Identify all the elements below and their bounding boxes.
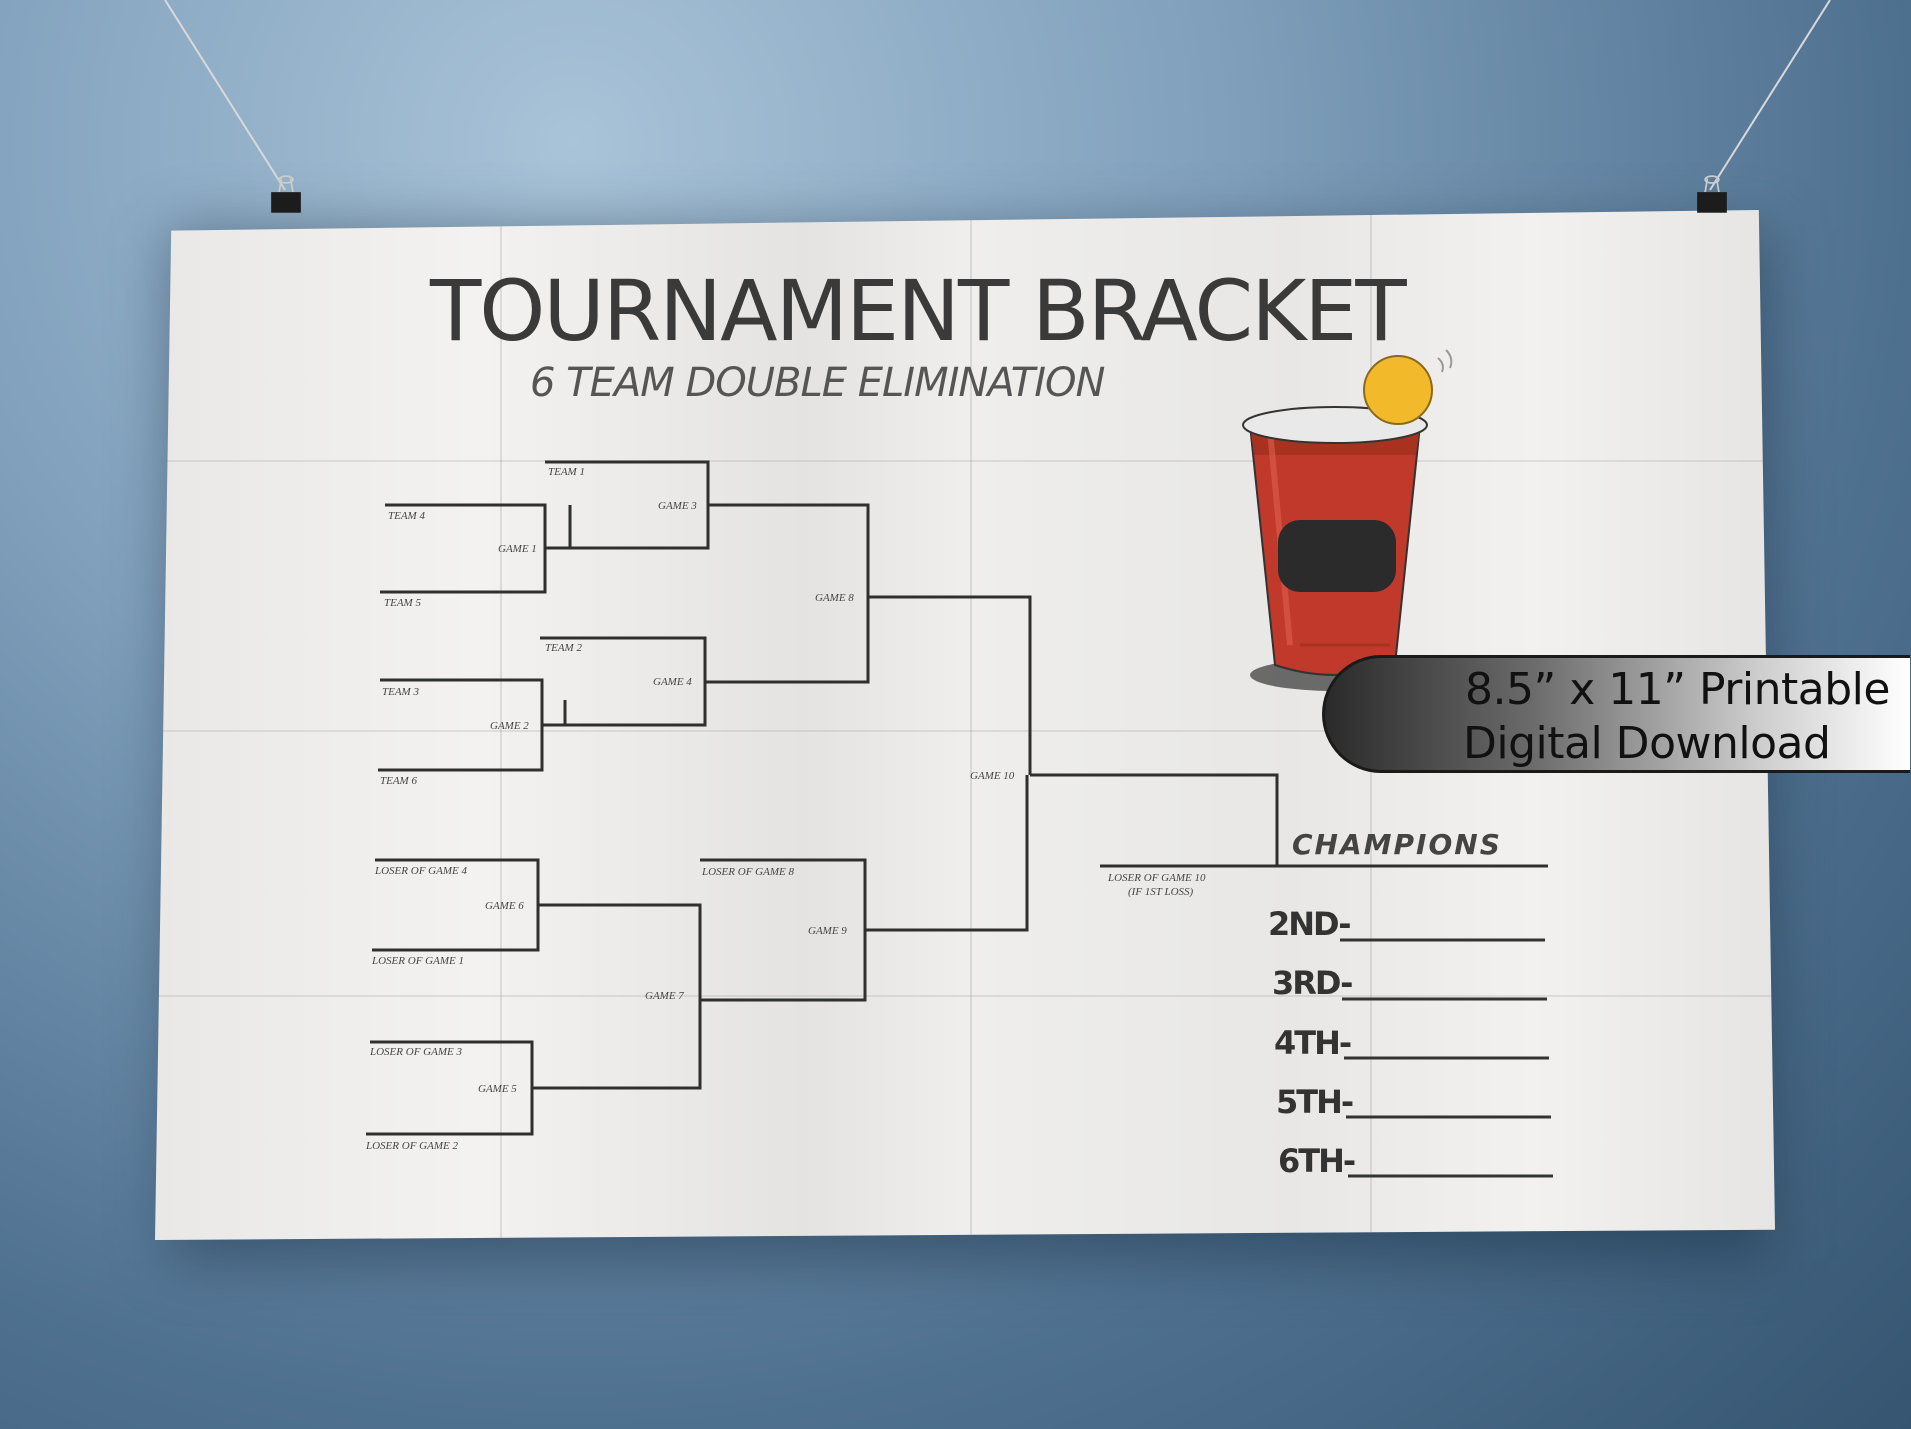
hanging-strings bbox=[164, 0, 1831, 191]
bracket-label-game9: GAME 9 bbox=[808, 925, 847, 937]
bracket-label-game7: GAME 7 bbox=[645, 990, 684, 1002]
ping-pong-ball-icon bbox=[1363, 349, 1453, 425]
binder-clip-icon bbox=[1697, 175, 1727, 213]
fold-line bbox=[970, 210, 972, 1240]
bracket-label-loser-game1: LOSER OF GAME 1 bbox=[372, 955, 464, 967]
fold-line bbox=[155, 730, 1775, 732]
bracket-label-loser-game4: LOSER OF GAME 4 bbox=[375, 865, 467, 877]
bracket-label-game2: GAME 2 bbox=[490, 720, 529, 732]
fold-line bbox=[500, 210, 502, 1240]
bracket-label-game8: GAME 8 bbox=[815, 592, 854, 604]
bracket-label-game5: GAME 5 bbox=[478, 1083, 517, 1095]
place-5th: 5TH- bbox=[1276, 1083, 1354, 1121]
printable-badge: 8.5” x 11” Printable Digital Download bbox=[1322, 655, 1910, 773]
bracket-label-game10: GAME 10 bbox=[970, 770, 1015, 782]
bracket-label-team2: TEAM 2 bbox=[545, 642, 582, 654]
place-2nd: 2ND- bbox=[1268, 905, 1351, 943]
place-4th: 4TH- bbox=[1274, 1024, 1352, 1062]
bracket-label-game1: GAME 1 bbox=[498, 543, 537, 555]
champions-label: CHAMPIONS bbox=[1292, 828, 1502, 861]
bracket-label-game6: GAME 6 bbox=[485, 900, 524, 912]
bracket-label-team6: TEAM 6 bbox=[380, 775, 417, 787]
bracket-label-team3: TEAM 3 bbox=[382, 686, 419, 698]
bracket-label-game3: GAME 3 bbox=[658, 500, 697, 512]
fold-line bbox=[155, 460, 1775, 462]
red-cup-icon bbox=[1242, 406, 1428, 691]
bracket-label-team5: TEAM 5 bbox=[384, 597, 421, 609]
poster-subtitle: 6 TEAM DOUBLE ELIMINATION bbox=[530, 360, 1105, 406]
bracket-label-loser-game10: LOSER OF GAME 10 bbox=[1108, 872, 1206, 884]
binder-clip-icon bbox=[271, 175, 301, 213]
fold-line bbox=[155, 995, 1775, 997]
place-6th: 6TH- bbox=[1278, 1142, 1356, 1180]
bracket-label-loser-game3: LOSER OF GAME 3 bbox=[370, 1046, 462, 1058]
bracket-label-team1: TEAM 1 bbox=[548, 466, 585, 478]
badge-line-size: 8.5” x 11” Printable bbox=[1465, 664, 1890, 715]
badge-line-download: Digital Download bbox=[1463, 718, 1831, 769]
bracket-label-loser-game10-note: (IF 1ST LOSS) bbox=[1128, 886, 1194, 898]
bracket-label-loser-game2: LOSER OF GAME 2 bbox=[366, 1140, 458, 1152]
bracket-label-team4: TEAM 4 bbox=[388, 510, 425, 522]
bracket-label-loser-game8: LOSER OF GAME 8 bbox=[702, 866, 794, 878]
bracket-label-game4: GAME 4 bbox=[653, 676, 692, 688]
place-3rd: 3RD- bbox=[1272, 964, 1353, 1002]
